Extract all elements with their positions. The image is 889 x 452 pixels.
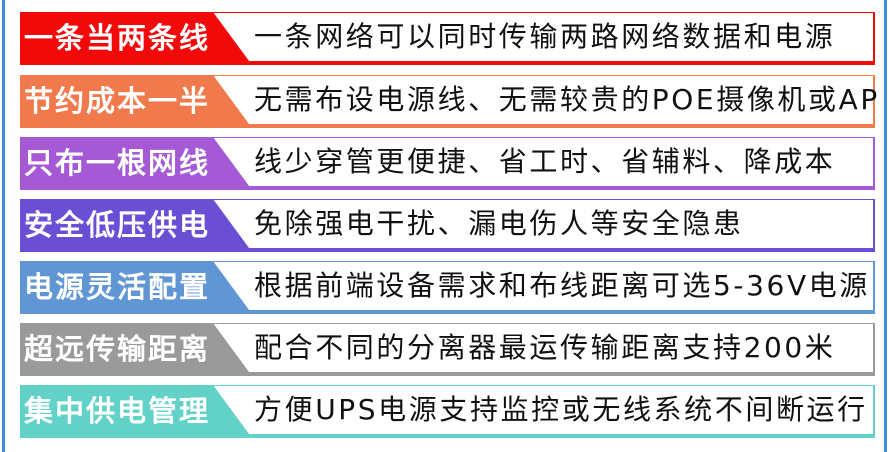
feature-description-box <box>206 199 875 252</box>
feature-description: 免除强电干扰、漏电伤人等安全隐患 <box>254 207 744 240</box>
feature-row-1: 一条当两条线 一条网络可以同时传输两路网络数据和电源 <box>20 12 878 65</box>
feature-description: 方便UPS电源支持监控或无线系统不间断运行 <box>254 393 868 426</box>
feature-row-7: 集中供电管理 方便UPS电源支持监控或无线系统不间断运行 <box>20 385 878 438</box>
feature-description-box <box>206 75 875 128</box>
feature-description-box <box>206 323 875 376</box>
feature-label: 节约成本一半 <box>24 84 211 118</box>
feature-label-banner: 超远传输距离 <box>20 323 252 376</box>
feature-row-3: 只布一根网线 线少穿管更便捷、省工时、省辅料、降成本 <box>20 137 878 190</box>
feature-label: 集中供电管理 <box>24 394 211 428</box>
feature-label-banner: 安全低压供电 <box>20 199 252 252</box>
feature-description-box <box>206 385 875 438</box>
feature-label-banner: 电源灵活配置 <box>20 261 252 314</box>
feature-description-box <box>206 12 875 65</box>
feature-label-banner: 节约成本一半 <box>20 75 252 128</box>
feature-label-banner: 集中供电管理 <box>20 385 252 438</box>
feature-label: 超远传输距离 <box>24 332 211 366</box>
frame-right-border <box>884 0 887 452</box>
feature-label: 电源灵活配置 <box>24 270 211 304</box>
feature-description: 一条网络可以同时传输两路网络数据和电源 <box>254 20 836 53</box>
feature-label: 安全低压供电 <box>24 208 211 242</box>
feature-row-4: 安全低压供电 免除强电干扰、漏电伤人等安全隐患 <box>20 199 878 252</box>
feature-label-banner: 只布一根网线 <box>20 137 252 190</box>
feature-description-box <box>206 137 875 190</box>
feature-description: 无需布设电源线、无需较贵的POE摄像机或AP <box>254 83 880 116</box>
feature-label: 一条当两条线 <box>24 21 211 55</box>
feature-description: 配合不同的分离器最运传输距离支持200米 <box>254 331 836 364</box>
feature-description-box <box>206 261 875 314</box>
feature-label-banner: 一条当两条线 <box>20 12 252 65</box>
feature-row-2: 节约成本一半 无需布设电源线、无需较贵的POE摄像机或AP <box>20 75 878 128</box>
frame-left-border <box>2 0 5 452</box>
feature-description: 线少穿管更便捷、省工时、省辅料、降成本 <box>254 145 836 178</box>
feature-label: 只布一根网线 <box>24 146 211 180</box>
feature-row-6: 超远传输距离 配合不同的分离器最运传输距离支持200米 <box>20 323 878 376</box>
feature-description: 根据前端设备需求和布线距离可选5-36V电源 <box>254 269 870 302</box>
feature-row-5: 电源灵活配置 根据前端设备需求和布线距离可选5-36V电源 <box>20 261 878 314</box>
